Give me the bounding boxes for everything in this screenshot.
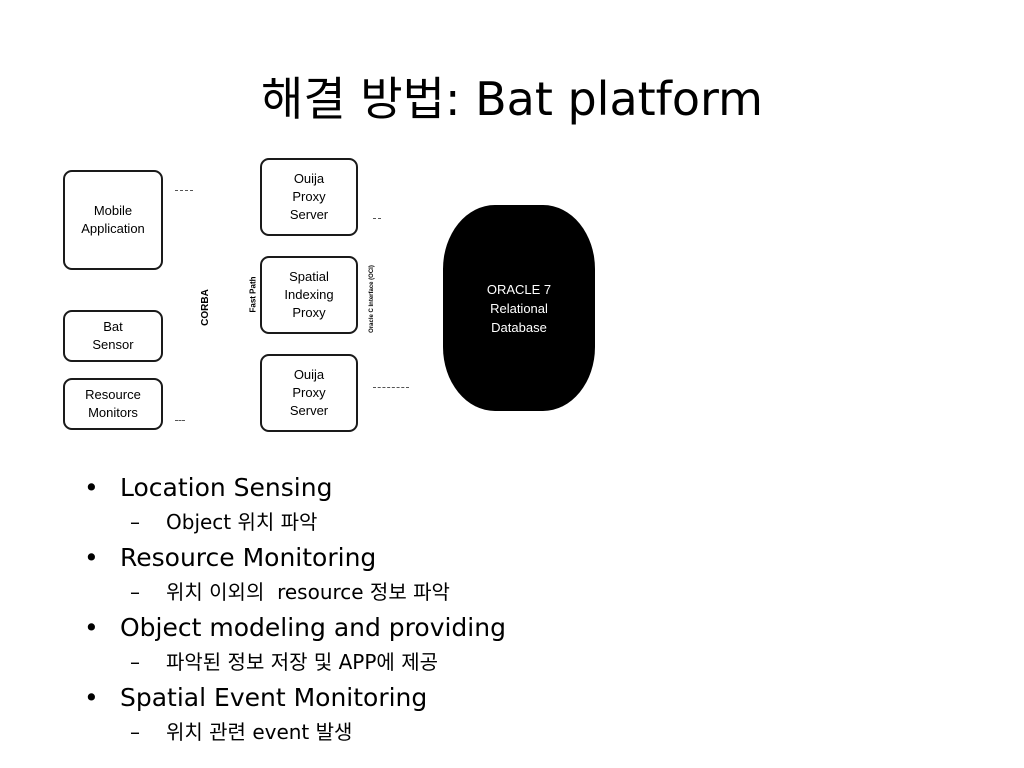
bullet-text: Location Sensing xyxy=(120,473,333,502)
connector-line xyxy=(373,218,381,219)
bullet-sub-line: – 위치 이외의 resource 정보 파악 xyxy=(80,575,980,610)
connector-line xyxy=(175,190,193,191)
bullet-main-line: • Object modeling and providing xyxy=(80,610,980,645)
sub-bullet-text: 파악된 정보 저장 및 APP에 제공 xyxy=(166,650,438,674)
bat-platform-diagram: Mobile Application Bat Sensor Resource M… xyxy=(55,150,615,440)
bullet-text: Spatial Event Monitoring xyxy=(120,683,428,712)
ouija-proxy-server-top-box: Ouija Proxy Server xyxy=(260,158,358,236)
bullet-dot: • xyxy=(84,473,99,502)
bullet-main-line: • Resource Monitoring xyxy=(80,540,980,575)
bullet-item: • Resource Monitoring – 위치 이외의 resource … xyxy=(80,540,980,610)
spatial-indexing-proxy-box: Spatial Indexing Proxy xyxy=(260,256,358,334)
oci-label: Oracle C Interface (OCI) xyxy=(368,265,375,333)
bullet-text: Resource Monitoring xyxy=(120,543,377,572)
resource-monitors-box: Resource Monitors xyxy=(63,378,163,430)
bullet-main-line: • Location Sensing xyxy=(80,470,980,505)
oracle-database-shape: ORACLE 7 Relational Database xyxy=(443,205,595,411)
sub-bullet-dash: – xyxy=(130,720,140,744)
bullet-item: • Spatial Event Monitoring – 위치 관련 event… xyxy=(80,680,980,750)
bullet-list: • Location Sensing – Object 위치 파악 • Reso… xyxy=(80,470,980,750)
bullet-sub-line: – 위치 관련 event 발생 xyxy=(80,715,980,750)
bullet-sub-line: – 파악된 정보 저장 및 APP에 제공 xyxy=(80,645,980,680)
bullet-item: • Object modeling and providing – 파악된 정보… xyxy=(80,610,980,680)
mobile-application-box: Mobile Application xyxy=(63,170,163,270)
sub-bullet-text: 위치 이외의 resource 정보 파악 xyxy=(166,580,450,604)
corba-label: CORBA xyxy=(199,289,211,326)
connector-line xyxy=(175,420,185,421)
bullet-text: Object modeling and providing xyxy=(120,613,506,642)
connector-line xyxy=(373,387,409,388)
bullet-sub-line: – Object 위치 파악 xyxy=(80,505,980,540)
sub-bullet-text: Object 위치 파악 xyxy=(166,510,318,534)
ouija-proxy-server-bottom-box: Ouija Proxy Server xyxy=(260,354,358,432)
sub-bullet-dash: – xyxy=(130,580,140,604)
bullet-dot: • xyxy=(84,683,99,712)
slide-title: 해결 방법: Bat platform xyxy=(261,72,763,126)
bullet-dot: • xyxy=(84,613,99,642)
sub-bullet-text: 위치 관련 event 발생 xyxy=(166,720,353,744)
sub-bullet-dash: – xyxy=(130,650,140,674)
bullet-dot: • xyxy=(84,543,99,572)
bat-sensor-box: Bat Sensor xyxy=(63,310,163,362)
bullet-main-line: • Spatial Event Monitoring xyxy=(80,680,980,715)
bullet-item: • Location Sensing – Object 위치 파악 xyxy=(80,470,980,540)
fast-path-label: Fast Path xyxy=(248,276,258,313)
sub-bullet-dash: – xyxy=(130,510,140,534)
